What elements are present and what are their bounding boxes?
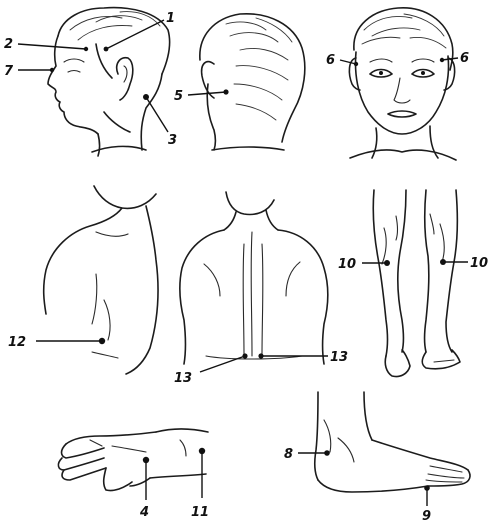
label-8: 8 — [284, 447, 293, 462]
legs-front-figure — [373, 190, 460, 377]
label-3: 3 — [168, 133, 177, 148]
label-1: 1 — [166, 11, 175, 26]
label-7: 7 — [4, 64, 14, 79]
label-5: 5 — [174, 89, 183, 104]
head-profile-figure — [48, 8, 170, 156]
label-11: 11 — [191, 505, 209, 520]
label-6-right: 6 — [460, 51, 469, 66]
label-12: 12 — [8, 335, 26, 350]
leader-1 — [106, 20, 164, 49]
label-6-left: 6 — [326, 53, 335, 68]
head-front-figure — [349, 8, 456, 160]
leader-6-left — [340, 60, 356, 64]
foot-figure — [315, 392, 470, 492]
label-13-right: 13 — [330, 350, 348, 365]
label-9: 9 — [422, 509, 431, 524]
torso-side-figure — [44, 186, 158, 374]
hand-figure — [58, 429, 208, 491]
label-4: 4 — [139, 505, 149, 520]
torso-back-figure — [180, 192, 328, 364]
leader-3 — [146, 97, 168, 132]
leader-2 — [18, 44, 86, 49]
label-13-left: 13 — [174, 371, 192, 386]
label-10-right: 10 — [470, 256, 488, 271]
label-2: 2 — [4, 37, 13, 52]
leader-6-right — [442, 58, 458, 60]
label-10-left: 10 — [338, 257, 356, 272]
head-back-figure — [200, 14, 305, 150]
